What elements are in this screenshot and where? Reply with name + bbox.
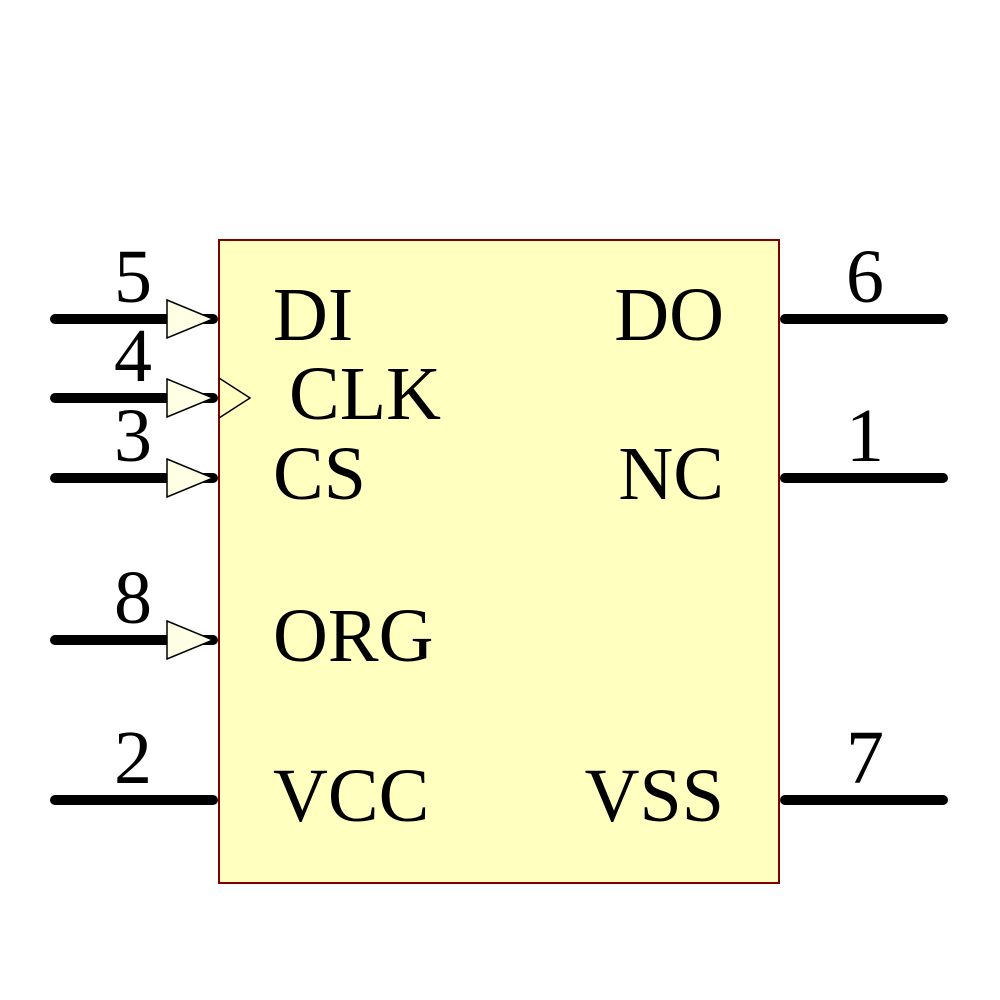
pin-wire-cs [50,473,218,483]
pin-number-8: 8 [114,556,152,640]
pin-label-org: ORG [273,594,434,678]
pin-number-4: 4 [114,314,152,398]
pin-label-clk: CLK [289,352,441,436]
input-arrow-icon [166,298,215,340]
pin-number-2: 2 [114,716,152,800]
pin-wire-do [780,314,948,324]
pin-number-7: 7 [846,716,884,800]
pin-number-3: 3 [114,394,152,478]
pin-number-1: 1 [846,394,884,478]
pin-label-di: DI [273,273,354,357]
pin-wire-clk [50,393,218,403]
pin-label-vss: VSS [584,754,724,838]
pin-label-cs: CS [273,432,366,516]
component-body[interactable] [218,239,780,884]
pin-number-5: 5 [114,235,152,319]
pin-label-do: DO [614,273,724,357]
clock-edge-icon [219,377,252,419]
pin-number-6: 6 [846,235,884,319]
pin-wire-nc [780,473,948,483]
pin-wire-vcc [50,795,218,805]
input-arrow-icon [166,619,215,661]
input-arrow-icon [166,377,215,419]
input-arrow-icon [166,457,215,499]
pin-wire-vss [780,795,948,805]
pin-wire-org [50,635,218,645]
pin-label-nc: NC [618,432,724,516]
pin-label-vcc: VCC [273,754,430,838]
pin-wire-di [50,314,218,324]
